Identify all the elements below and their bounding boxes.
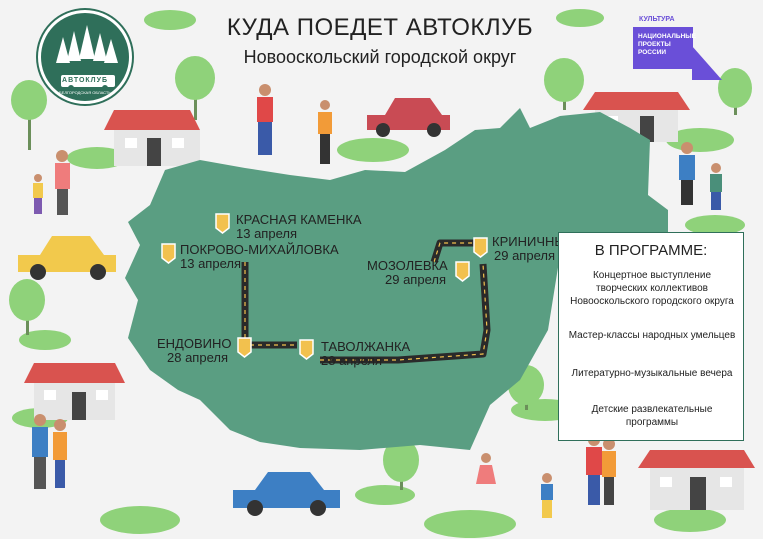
np-line1: НАЦИОНАЛЬНЫЕ [638,33,696,40]
date-tavolzhanka: 28 апреля [321,353,382,368]
date-mozolevka: 29 апреля [385,272,446,287]
place-tavolzhanka: ТАВОЛЖАНКА [321,339,411,354]
program-item: Концертное выступление творческих коллек… [570,270,734,307]
map-region [125,108,668,450]
pin-icon [215,213,230,234]
pin-icon [161,243,176,264]
program-item: Детские развлекательные программы [591,404,713,428]
place-mozolevka: МОЗОЛЕВКА [367,258,448,273]
kultura-label: КУЛЬТУРА [639,16,675,23]
page-subtitle: Новооскольский городской округ [243,47,517,67]
page-title: КУДА ПОЕДЕТ АВТОКЛУБ [226,14,534,41]
pin-icon [473,237,488,258]
place-pokrovo-mikhaylovka: ПОКРОВО-МИХАЙЛОВКА [180,242,339,257]
arrow-icon [692,46,722,80]
date-krasnaya-kamenka: 13 апреля [236,226,297,241]
place-endovino: ЕНДОВИНО [157,336,232,351]
program-title: В ПРОГРАММЕ: [594,242,708,259]
forest-icon [56,25,118,91]
place-krasnaya-kamenka: КРАСНАЯ КАМЕНКА [236,212,362,227]
date-endovino: 28 апреля [167,350,228,365]
place-krinichny: КРИНИЧНЫЙ [492,234,576,249]
program-panel: В ПРОГРАММЕ: Концертное выступление твор… [558,232,744,441]
national-projects-box: НАЦИОНАЛЬНЫЕ ПРОЕКТЫ РОССИИ [633,27,696,69]
autoclub-logo: АВТОКЛУБ БЕЛГОРОДСКАЯ ОБЛАСТЬ [38,10,132,104]
np-line3: РОССИИ [638,49,667,56]
pin-icon [237,337,252,358]
pin-icon [299,339,314,360]
program-item: Мастер-классы народных умельцев [568,330,736,341]
date-krinichny: 29 апреля [494,248,555,263]
national-projects-badge: КУЛЬТУРА НАЦИОНАЛЬНЫЕ ПРОЕКТЫ РОССИИ [628,16,723,80]
np-line2: ПРОЕКТЫ [638,41,671,48]
pin-icon [455,261,470,282]
logo-title: АВТОКЛУБ [62,77,108,84]
date-pokrovo-mikhaylovka: 13 апреля [180,256,241,271]
logo-region: БЕЛГОРОДСКАЯ ОБЛАСТЬ [59,90,111,95]
program-item: Литературно-музыкальные вечера [571,368,733,379]
